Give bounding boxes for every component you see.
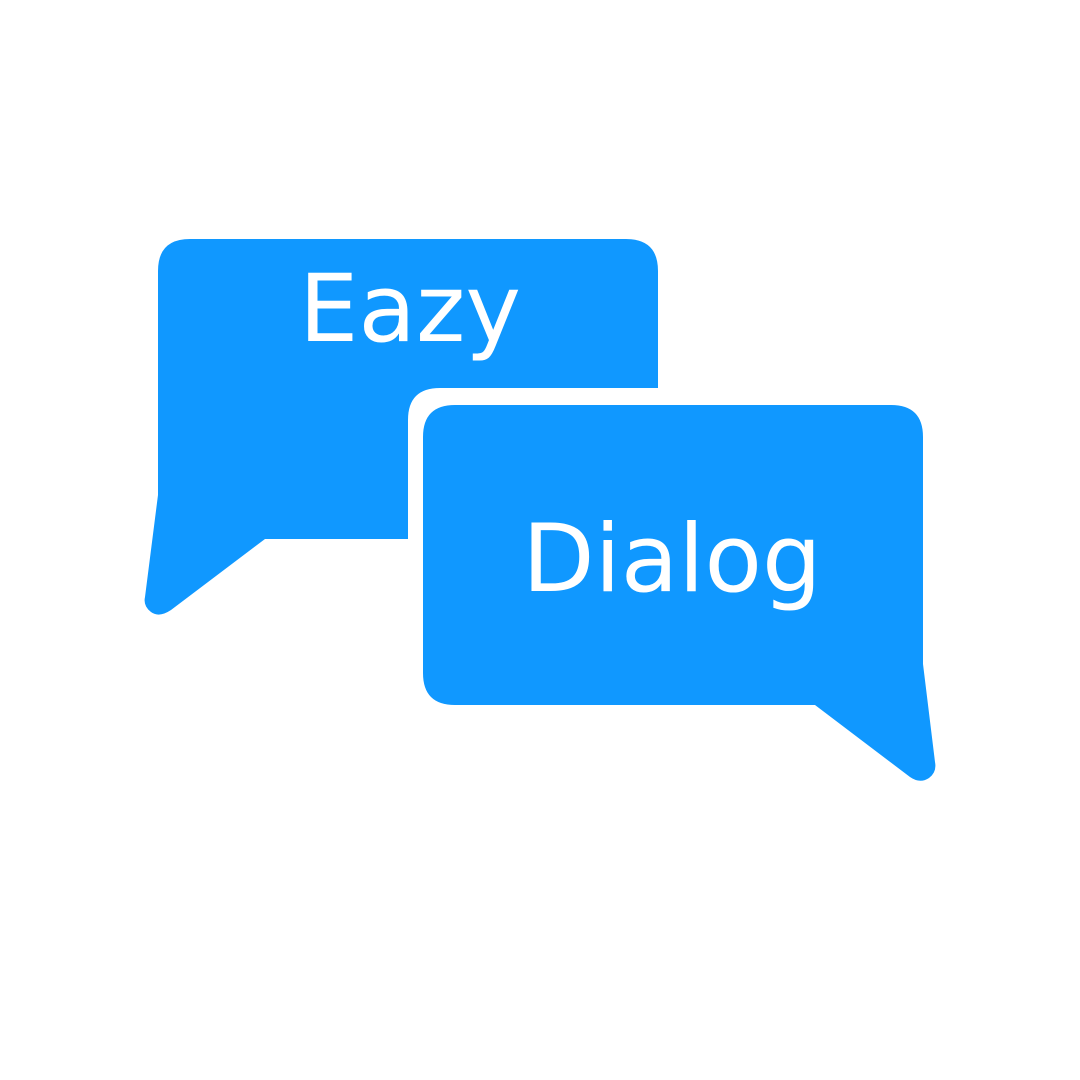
speech-bubble-back: Eazy: [144, 239, 659, 615]
speech-bubble-front: Dialog: [423, 405, 936, 781]
speech-bubble-back-shape: [144, 239, 659, 615]
logo-word-dialog: Dialog: [522, 505, 821, 614]
logo-word-eazy: Eazy: [299, 255, 521, 364]
speech-bubble-front-shape: [423, 405, 936, 781]
